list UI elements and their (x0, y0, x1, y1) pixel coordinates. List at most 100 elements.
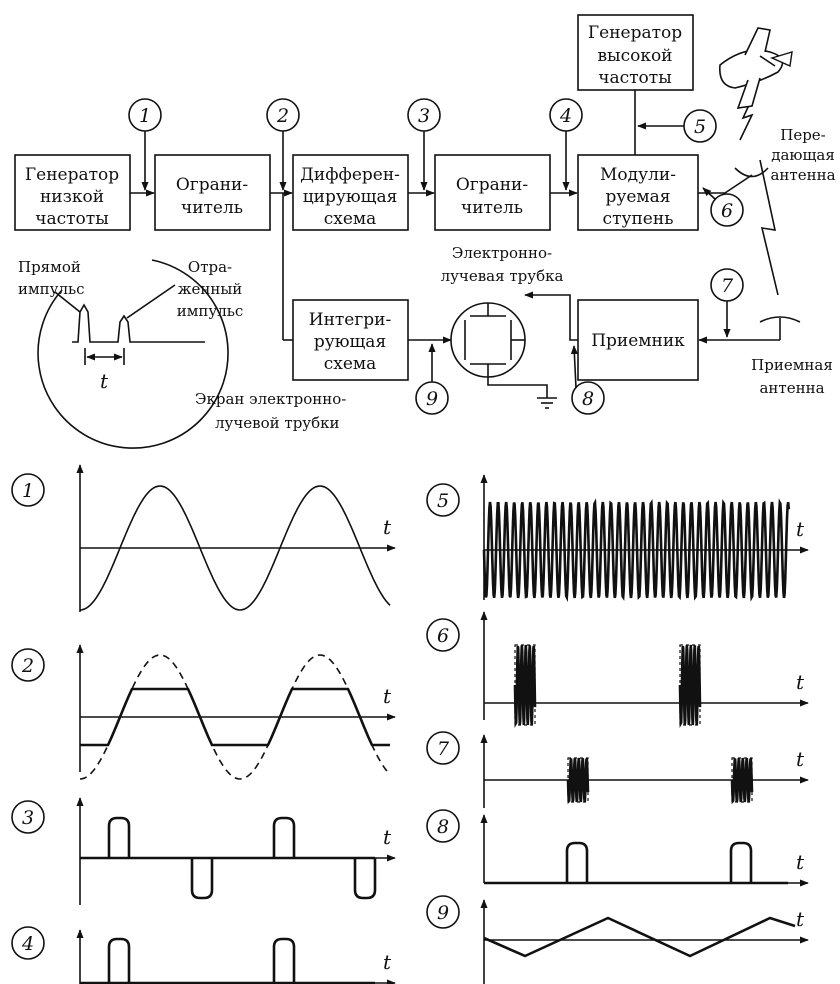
connections (130, 90, 781, 344)
plot-7-label: 7 (437, 738, 450, 760)
plot-6-label: 6 (437, 625, 449, 647)
plot-5: 5t (426, 474, 809, 603)
airplane-icon (718, 27, 793, 109)
plot-2-label: 2 (21, 655, 34, 677)
block-receiver: Приемник (577, 299, 699, 381)
block-modulated-stage: Модули- руемая ступень (577, 154, 699, 231)
hf-gen-line2: высокой (597, 46, 672, 66)
crt-icon (450, 302, 557, 409)
plot-8-label: 8 (437, 816, 449, 838)
marker-6: 6 (702, 187, 744, 227)
plot-5-hf-carrier (482, 498, 791, 603)
plot-1-sine-wave (79, 485, 391, 611)
block-lf-generator: Генератор низкой частоты (14, 154, 131, 231)
plot-3-pulse-down (353, 858, 377, 900)
marker-1: 1 (128, 98, 162, 191)
reflected-line2: женный (178, 280, 243, 298)
integr-line2: рующая (314, 332, 386, 352)
screen-label-line1: Экран электронно- (195, 390, 346, 408)
labels: Прямой импульс Отра- женный импульс t Эк… (18, 126, 836, 432)
marker-2-text: 2 (276, 105, 289, 127)
plot-2-marker (11, 648, 45, 682)
tx-antenna-line2: дающая (771, 146, 835, 164)
differ-line1: Дифферен- (300, 165, 400, 185)
modulated-line3: ступень (603, 209, 674, 229)
plot-6: 6t (426, 611, 809, 728)
lf-gen-line3: частоты (35, 209, 108, 229)
lf-gen-line2: низкой (40, 187, 104, 207)
radio-wave-icon (739, 91, 779, 296)
plot-3-marker (11, 800, 45, 834)
plot-1-t-label: t (383, 515, 392, 539)
crt-label-line2: лучевая трубка (441, 267, 564, 285)
plot-4-pulse-up (107, 937, 131, 983)
plot-9-sawtooth (483, 916, 796, 958)
plot-3-pulse-up (107, 816, 131, 858)
plot-2-dashed-sine (79, 654, 391, 780)
marker-5-text: 5 (694, 116, 706, 138)
marker-8-text: 8 (582, 388, 594, 410)
plot-2: 2t (11, 644, 396, 780)
marker-9: 9 (415, 343, 449, 415)
direct-pulse-line2: импульс (18, 280, 85, 298)
limiter1-line2: читель (181, 198, 243, 218)
plot-3-t-label: t (383, 825, 392, 849)
plot-2-limited-wave (80, 687, 390, 747)
marker-7: 7 (710, 268, 744, 338)
screen-t-label: t (100, 369, 109, 393)
plot-5-marker (426, 483, 460, 517)
plot-7-burst (730, 757, 754, 805)
lf-gen-line1: Генератор (25, 165, 119, 185)
plot-9-marker (426, 895, 460, 929)
rx-antenna-line2: антенна (759, 379, 824, 397)
plot-4-pulse-up (272, 937, 296, 983)
crt-label-line1: Электронно- (452, 244, 552, 262)
screen-label-line2: лучевой трубки (215, 414, 340, 432)
marker-4-text: 4 (559, 105, 572, 127)
modulated-line2: руемая (605, 187, 670, 207)
block-integrator: Интегри- рующая схема (292, 299, 409, 381)
plot-1-marker (11, 473, 45, 507)
rx-antenna-line1: Приемная (751, 356, 833, 374)
block-limiter-2: Ограни- читель (434, 154, 551, 231)
block-hf-generator: Генератор высокой частоты (577, 14, 694, 91)
marker-3: 3 (407, 98, 441, 191)
modulated-line1: Модули- (600, 165, 676, 185)
hf-gen-line1: Генератор (588, 23, 682, 43)
limiter2-line1: Ограни- (456, 175, 528, 195)
plot-7-marker (426, 731, 460, 765)
marker-9-text: 9 (426, 388, 438, 410)
plot-4-marker (11, 926, 45, 960)
crt-screen-illustration (37, 259, 229, 449)
plot-4-t-label: t (383, 950, 392, 974)
block-limiter-1: Ограни- читель (154, 154, 271, 231)
differ-line3: схема (324, 209, 377, 229)
marker-5: 5 (637, 109, 717, 143)
plot-8-pulse (565, 841, 589, 883)
plot-7-burst (566, 757, 590, 805)
plot-6-burst (678, 644, 702, 728)
plot-9-label: 9 (437, 902, 449, 924)
plot-5-label: 5 (437, 490, 449, 512)
plot-5-t-label: t (796, 517, 805, 541)
plot-3: 3t (11, 797, 396, 905)
plot-4: 4t (11, 926, 396, 984)
plot-6-marker (426, 618, 460, 652)
rx-antenna-icon (759, 316, 801, 323)
tx-antenna-line3: антенна (770, 166, 835, 184)
plot-8-pulse (729, 841, 753, 883)
differ-line2: цирующая (303, 187, 398, 207)
tx-antenna-line1: Пере- (780, 126, 826, 144)
plot-7-t-label: t (796, 747, 805, 771)
marker-3-text: 3 (418, 105, 430, 127)
plot-3-label: 3 (22, 807, 34, 829)
plot-1-label: 1 (22, 480, 34, 502)
plot-3-pulse-up (272, 816, 296, 858)
plot-8-marker (426, 809, 460, 843)
plot-6-burst (513, 644, 537, 728)
